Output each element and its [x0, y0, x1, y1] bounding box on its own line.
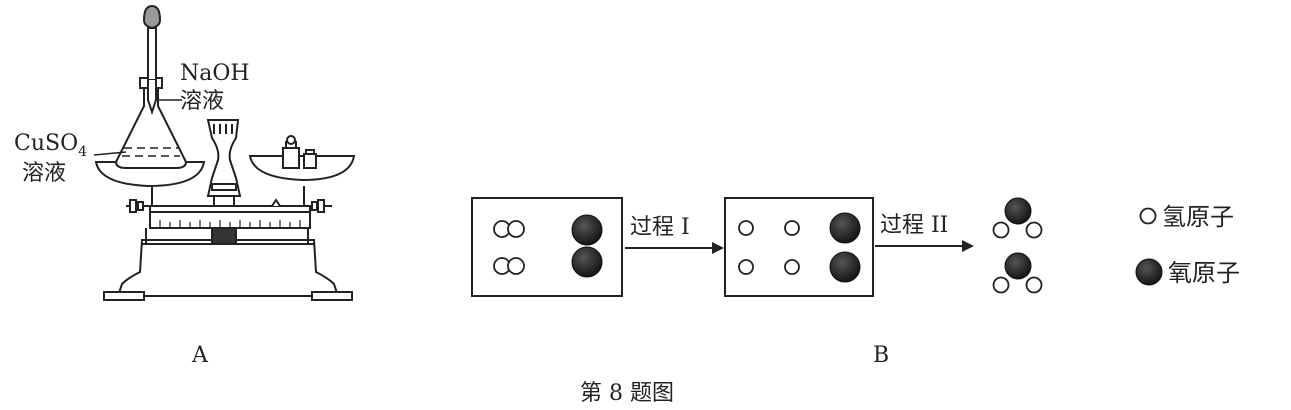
hydrogen-molecule: [493, 220, 525, 238]
water-molecule: [992, 252, 1043, 294]
adjust-knob-left: [126, 199, 150, 213]
hydrogen-legend-icon: [1139, 207, 1157, 225]
balance-base: [116, 239, 340, 297]
process-1-arrowhead: [712, 242, 724, 254]
naoh-label: NaOH: [180, 61, 250, 86]
process-diagram: 过程 I 过程 II 氢原子 氧: [471, 197, 1240, 368]
hydrogen-legend-label: 氢原子: [1162, 203, 1234, 231]
process-2-arrowhead: [962, 240, 974, 252]
oxygen-legend-label: 氧原子: [1168, 259, 1240, 287]
part-b-label: B: [873, 343, 889, 368]
part-a-label: A: [191, 343, 209, 368]
oxygen-molecule: [571, 214, 603, 278]
water-molecule: [992, 197, 1043, 239]
balance-rider: [271, 198, 281, 207]
naoh-solution-label: 溶液: [180, 89, 224, 114]
figure-caption: 第 8 题图: [580, 381, 674, 406]
right-pan: [248, 155, 356, 182]
flask-liquid-lines: [122, 147, 180, 157]
weight-small: [303, 149, 317, 169]
cuso4-label: CuSO4: [14, 131, 87, 160]
balance-apparatus: [93, 4, 356, 301]
pointer-pillar: [206, 119, 242, 197]
state-box-2: [724, 197, 874, 297]
weight-large: [282, 135, 300, 169]
oxygen-atoms: [829, 212, 861, 283]
process-1-label: 过程 I: [630, 215, 690, 240]
hydrogen-atoms: [738, 220, 800, 275]
balance-foot-left: [103, 291, 145, 301]
dropper: [142, 4, 162, 116]
state-box-1: [471, 197, 623, 297]
hydrogen-molecule: [493, 257, 525, 275]
process-2-label: 过程 II: [880, 213, 948, 238]
balance-center-block: [211, 227, 237, 245]
legend: 氢原子 氧原子: [1135, 203, 1240, 287]
adjust-knob-right: [310, 199, 332, 213]
cuso4-leader-line: [93, 151, 127, 156]
balance-foot-right: [311, 291, 353, 301]
oxygen-legend-icon: [1135, 258, 1163, 286]
cuso4-solution-label: 溶液: [22, 161, 66, 186]
